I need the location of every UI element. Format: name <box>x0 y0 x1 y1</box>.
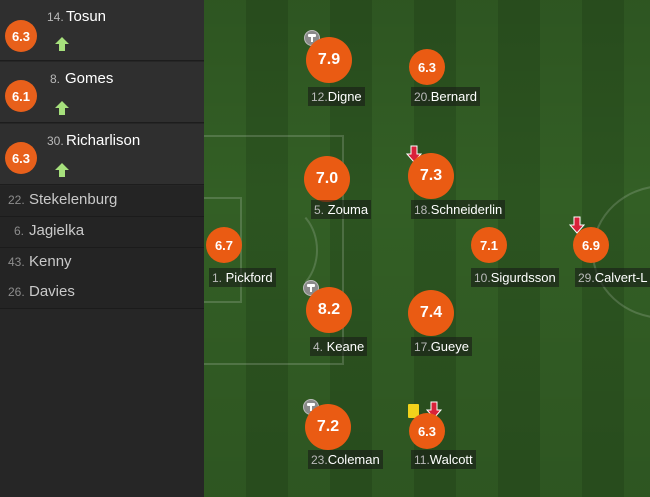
bench-row[interactable]: 26. Davies <box>0 278 204 309</box>
player-number: 5. <box>314 203 325 217</box>
player-name: Bernard <box>430 89 477 104</box>
player-number: 30. <box>47 134 64 148</box>
player-number: 23. <box>311 453 328 467</box>
player-number: 12. <box>311 90 328 104</box>
player-name: Digne <box>327 89 362 104</box>
player-label: 4. Keane <box>310 337 368 356</box>
player-name: Richarlison <box>66 132 141 149</box>
player-number: 18. <box>414 203 431 217</box>
yellow-card-icon <box>408 404 419 418</box>
rating-badge: 6.3 <box>5 20 37 52</box>
pitch: 6.7 1. Pickford 7.9 12.Digne 7.0 5. Zoum… <box>204 0 650 497</box>
player-name: Davies <box>29 283 75 300</box>
player-number: 11. <box>414 453 430 467</box>
player-name: Schneiderlin <box>430 202 503 217</box>
sub-in-arrow-icon <box>55 37 69 51</box>
player-name: Zouma <box>327 202 369 217</box>
player-name: Keane <box>326 339 365 354</box>
player-name: Coleman <box>327 452 380 467</box>
player-number: 43. <box>8 255 25 269</box>
player-name: Kenny <box>29 253 72 270</box>
player-label: 10.Sigurdsson <box>471 268 559 287</box>
player-label: 11.Walcott <box>411 450 476 469</box>
substitute-row[interactable]: 6.3 14. Tosun <box>0 0 204 61</box>
player-name: Pickford <box>225 270 273 285</box>
bench-row[interactable]: 43. Kenny <box>0 248 204 279</box>
player-label: 17.Gueye <box>411 337 472 356</box>
player-number: 29. <box>578 271 595 285</box>
player-name: Jagielka <box>29 222 85 239</box>
substitute-row[interactable]: 6.1 8. Gomes <box>0 62 204 123</box>
player-number: 14. <box>47 10 64 24</box>
player-number: 8. <box>50 72 61 86</box>
sub-in-arrow-icon <box>55 101 69 115</box>
rating-badge: 7.9 <box>306 37 352 83</box>
player-name: Gomes <box>65 70 114 87</box>
penalty-arc-line <box>244 205 318 295</box>
rating-badge: 7.2 <box>305 404 351 450</box>
penalty-box-line <box>204 135 344 365</box>
substitute-row[interactable]: 6.3 30. Richarlison <box>0 124 204 185</box>
rating-badge: 6.3 <box>409 49 445 85</box>
player-number: 22. <box>8 193 25 207</box>
rating-badge: 6.3 <box>409 413 445 449</box>
sub-in-arrow-icon <box>55 163 69 177</box>
player-label: 20.Bernard <box>411 87 480 106</box>
rating-badge: 6.9 <box>573 227 609 263</box>
player-name: Tosun <box>66 8 107 25</box>
player-number: 26. <box>8 285 25 299</box>
rating-badge: 7.1 <box>471 227 507 263</box>
rating-badge: 6.3 <box>5 142 37 174</box>
player-number: 20. <box>414 90 431 104</box>
player-label: 5. Zouma <box>311 200 372 219</box>
bench-row[interactable]: 6. Jagielka <box>0 217 204 248</box>
player-number: 10. <box>474 271 491 285</box>
bench-row[interactable]: 22. Stekelenburg <box>0 186 204 217</box>
player-number: 4. <box>313 340 324 354</box>
player-number: 17. <box>414 340 431 354</box>
player-label: 23.Coleman <box>308 450 383 469</box>
player-label: 29.Calvert-L <box>575 268 650 287</box>
player-number: 1. <box>212 271 223 285</box>
rating-badge: 6.1 <box>5 80 37 112</box>
player-number: 6. <box>14 224 25 238</box>
player-name: Stekelenburg <box>29 191 118 208</box>
player-name: Calvert-L <box>594 270 648 285</box>
rating-badge: 7.0 <box>304 156 350 202</box>
player-name: Sigurdsson <box>490 270 556 285</box>
substitutes-panel: 6.3 14. Tosun 6.1 8. Gomes 6.3 30. Richa… <box>0 0 204 497</box>
rating-badge: 7.4 <box>408 290 454 336</box>
player-label: 12.Digne <box>308 87 365 106</box>
rating-badge: 7.3 <box>408 153 454 199</box>
rating-badge: 8.2 <box>306 287 352 333</box>
rating-badge: 6.7 <box>206 227 242 263</box>
player-name: Walcott <box>429 452 473 467</box>
player-label: 18.Schneiderlin <box>411 200 506 219</box>
player-name: Gueye <box>430 339 469 354</box>
player-label: 1. Pickford <box>209 268 276 287</box>
